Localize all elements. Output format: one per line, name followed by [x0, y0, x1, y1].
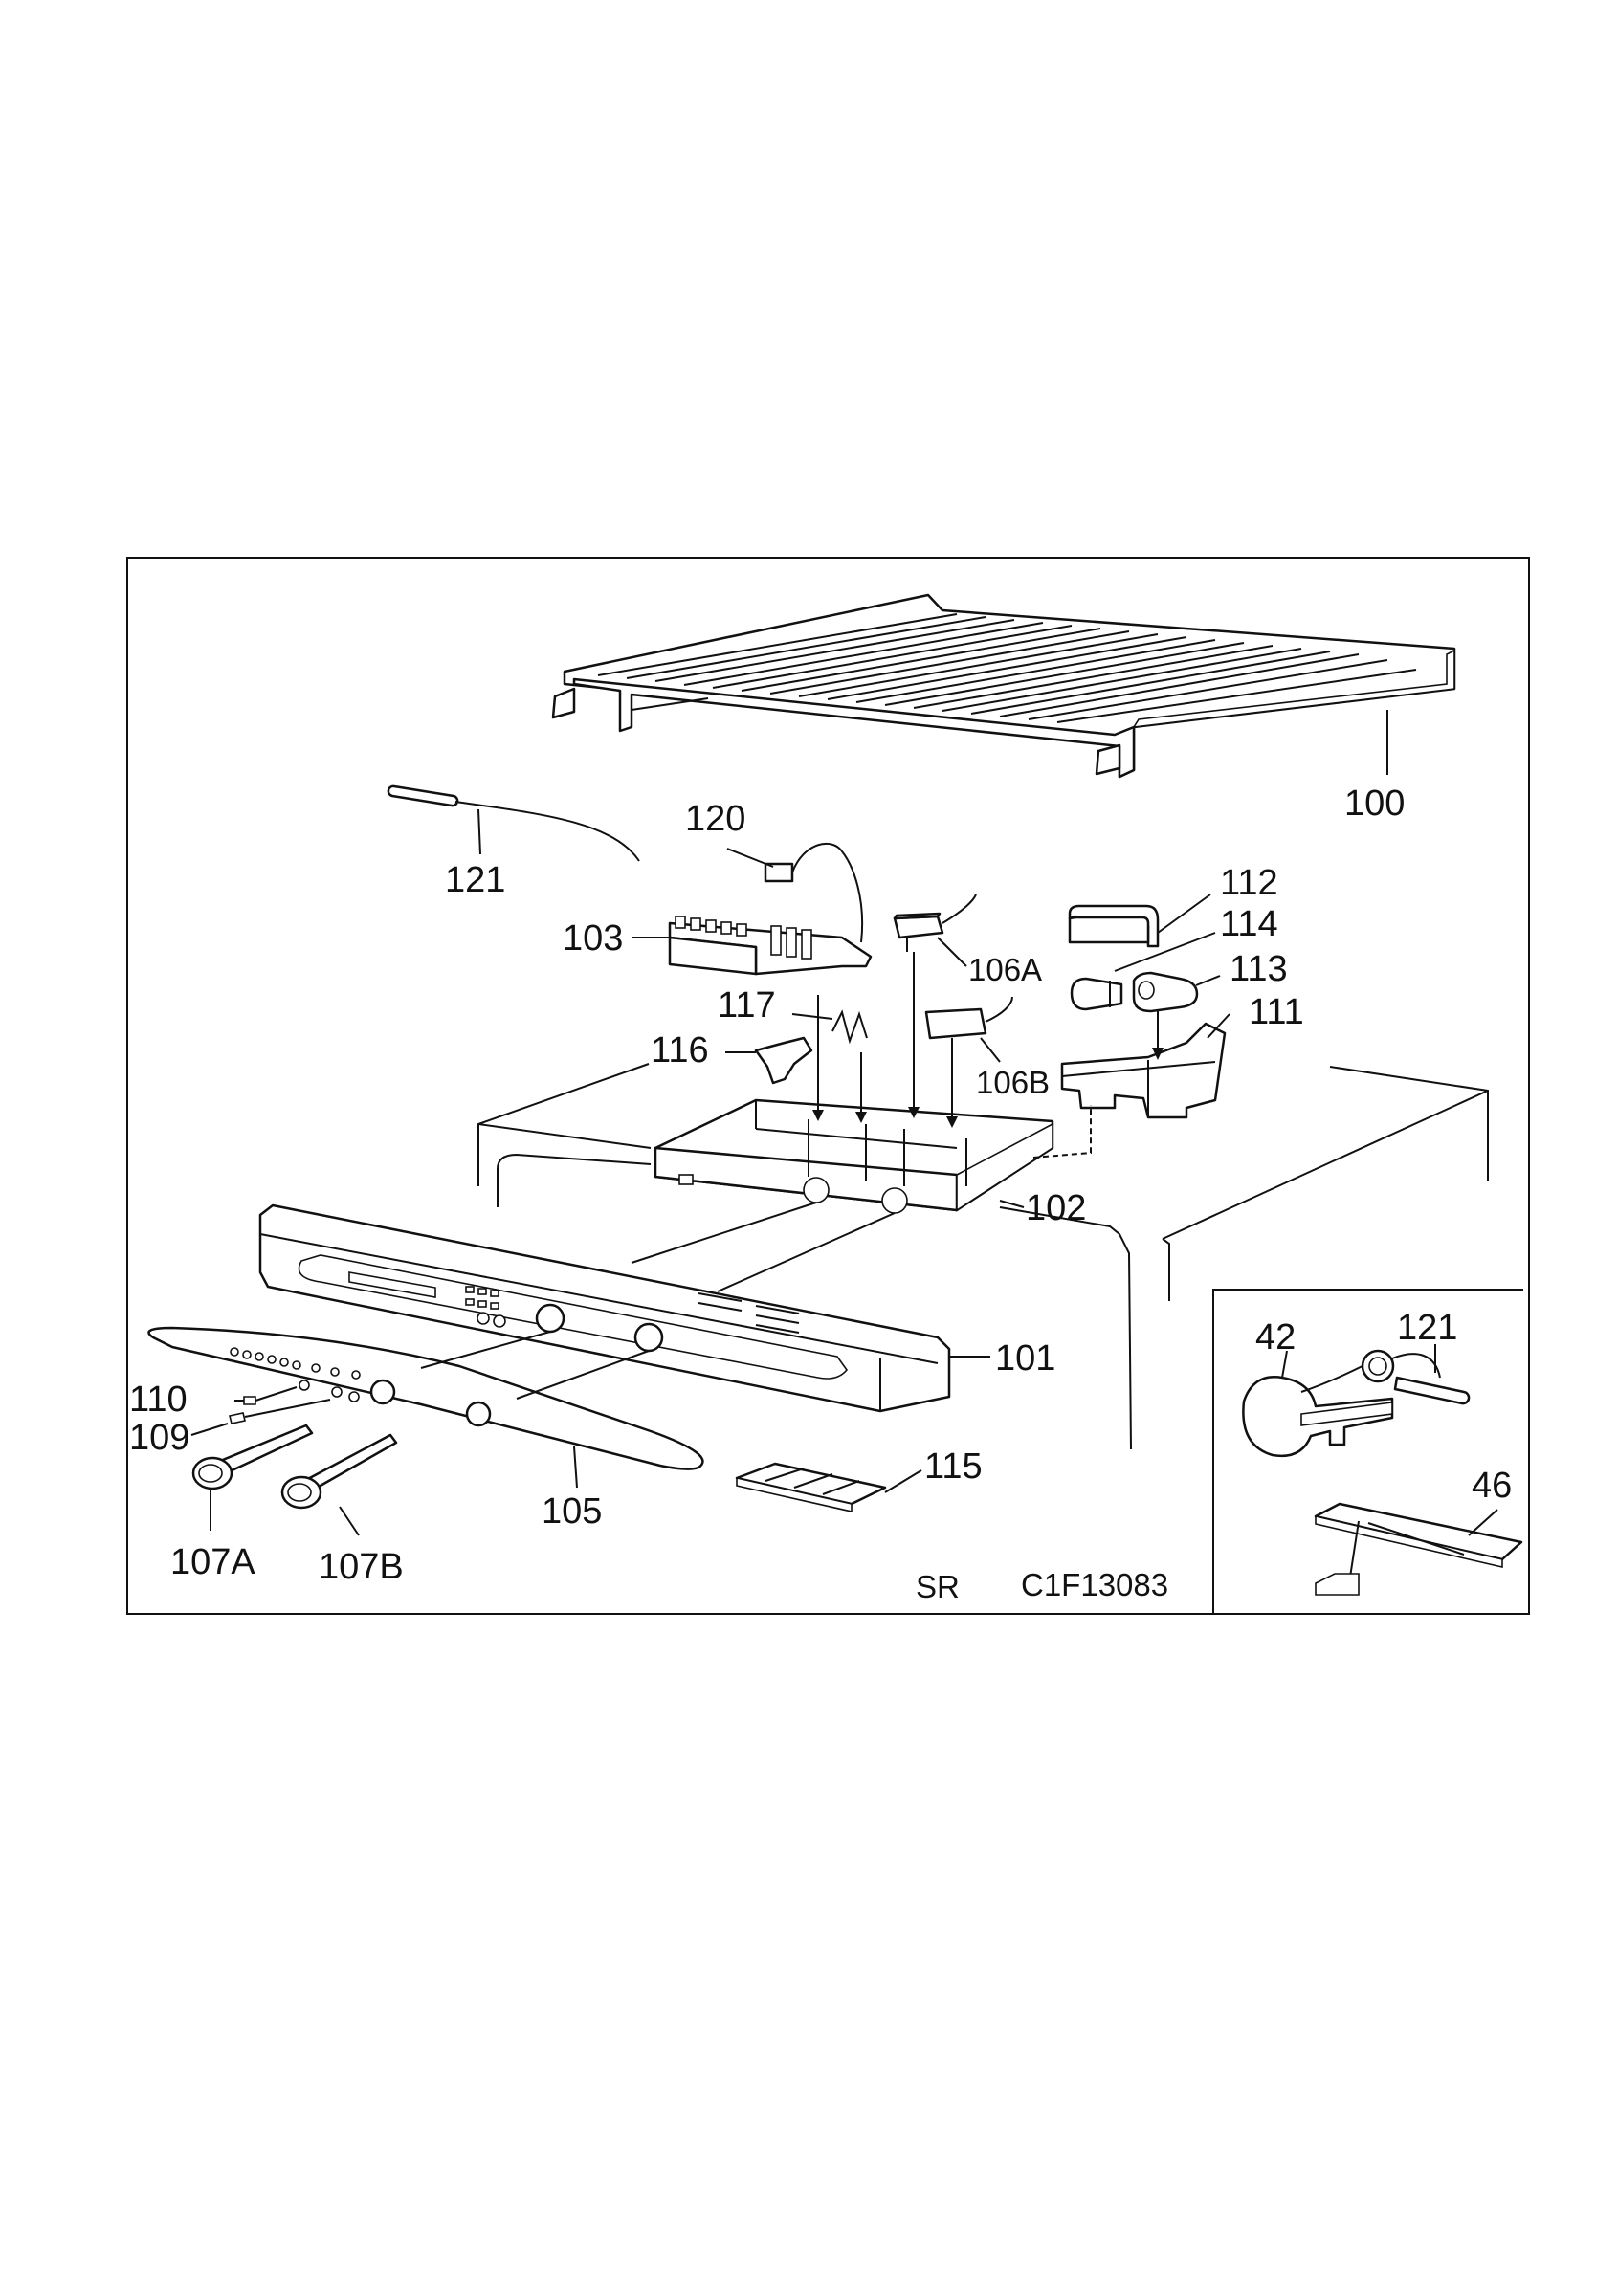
part-117-spring [791, 1009, 868, 1045]
part-109-clip [190, 1399, 331, 1436]
part-121-sensor-probe [387, 784, 640, 862]
label-115: 115 [924, 1446, 983, 1487]
label-120: 120 [685, 799, 745, 839]
label-121: 121 [445, 860, 505, 900]
label-100: 100 [1344, 784, 1405, 824]
label-106a: 106A [968, 952, 1042, 987]
label-103: 103 [563, 918, 623, 959]
diagram-frame [126, 557, 1530, 1615]
part-100-shelf [551, 593, 1456, 779]
part-107a-knob [191, 1424, 314, 1531]
label-110: 110 [129, 1380, 188, 1420]
part-106a-relay [893, 894, 977, 967]
cabinet-outline [477, 1063, 1489, 1450]
footer-code-sr: SR [916, 1569, 960, 1604]
part-106b-relay [924, 996, 1013, 1063]
footer-code-drawing: C1F13083 [1021, 1567, 1168, 1602]
label-107a: 107A [170, 1542, 255, 1582]
part-103-control-board [668, 916, 873, 976]
part-101-control-panel [258, 1202, 990, 1413]
label-105: 105 [542, 1491, 602, 1532]
label-107b: 107B [319, 1547, 404, 1587]
label-116: 116 [651, 1030, 709, 1071]
label-117: 117 [718, 985, 776, 1026]
inset-part-121-sensor [1361, 1344, 1471, 1405]
label-inset-121: 121 [1397, 1308, 1457, 1348]
part-116-clip [725, 1036, 813, 1085]
label-111: 111 [1249, 992, 1304, 1032]
part-112-lamp-cover [1068, 894, 1211, 948]
part-110-clip [234, 1386, 298, 1405]
part-120-connector [726, 843, 864, 943]
part-115-filter [735, 1462, 922, 1512]
part-113-lamp-holder [1132, 971, 1221, 1013]
part-102-control-box [654, 952, 1092, 1214]
inset-part-46-heater [1314, 1502, 1523, 1596]
label-113: 113 [1230, 949, 1288, 989]
label-46: 46 [1472, 1466, 1512, 1506]
label-109: 109 [129, 1418, 189, 1458]
label-106b: 106B [976, 1065, 1050, 1100]
part-105-trim [147, 1326, 704, 1489]
part-107b-knob [280, 1433, 398, 1536]
inset-detail-box: 42 121 46 [1212, 1289, 1523, 1614]
label-102: 102 [1026, 1188, 1086, 1228]
part-111-lamp-housing [1060, 1009, 1230, 1119]
label-101: 101 [995, 1338, 1055, 1379]
label-42: 42 [1255, 1317, 1296, 1358]
label-114: 114 [1220, 904, 1278, 944]
label-112: 112 [1220, 863, 1278, 903]
part-114-bulb [1070, 932, 1216, 1011]
